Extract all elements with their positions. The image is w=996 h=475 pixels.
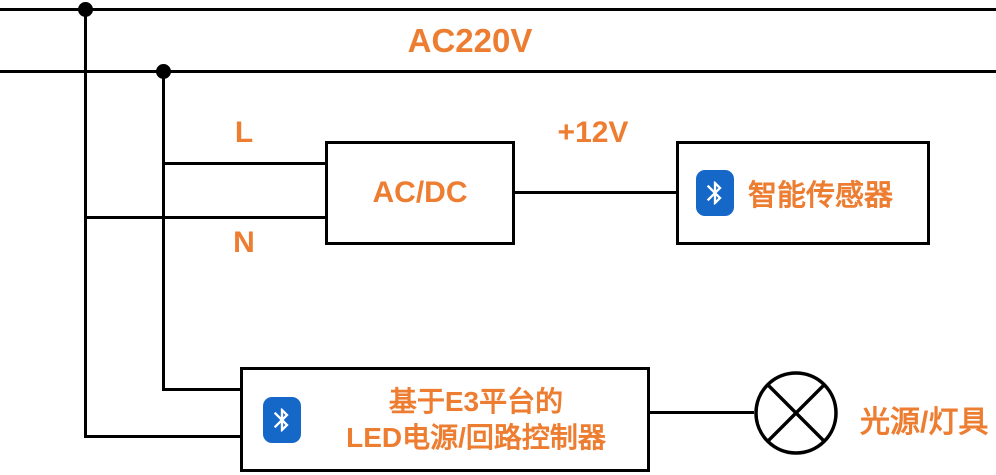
neutral-wire-label: N: [233, 226, 255, 259]
lamp-output-wire: [650, 411, 754, 414]
dc-output-label: +12V: [557, 116, 629, 149]
led-controller-label: 基于E3平台的 LED电源/回路控制器: [315, 384, 637, 456]
bluetooth-icon: [263, 396, 301, 443]
acdc-converter-box: AC/DC: [325, 141, 515, 245]
ac-rail-top: [0, 8, 996, 11]
neutral-wire-to-converter: [84, 216, 327, 219]
live-wire-to-converter: [162, 162, 327, 165]
led-controller-box: 基于E3平台的 LED电源/回路控制器: [240, 367, 650, 472]
led-controller-label-line2: LED电源/回路控制器: [346, 421, 606, 453]
lamp-icon: [754, 371, 838, 455]
lamp-label: 光源/灯具: [860, 406, 989, 439]
live-drop-wire: [162, 70, 165, 391]
acdc-converter-label: AC/DC: [372, 176, 468, 209]
neutral-wire-to-controller: [84, 435, 242, 438]
neutral-drop-wire: [84, 8, 87, 438]
ac-rail-bottom: [0, 70, 996, 73]
ac-voltage-label: AC220V: [407, 22, 533, 59]
dc-output-wire: [515, 191, 676, 194]
smart-sensor-box: 智能传感器: [676, 141, 930, 245]
bluetooth-icon: [696, 170, 734, 216]
led-controller-label-line1: 基于E3平台的: [388, 385, 564, 417]
live-wire-label: L: [234, 116, 254, 149]
live-wire-to-controller: [162, 388, 242, 391]
smart-sensor-label: 智能传感器: [748, 180, 894, 212]
